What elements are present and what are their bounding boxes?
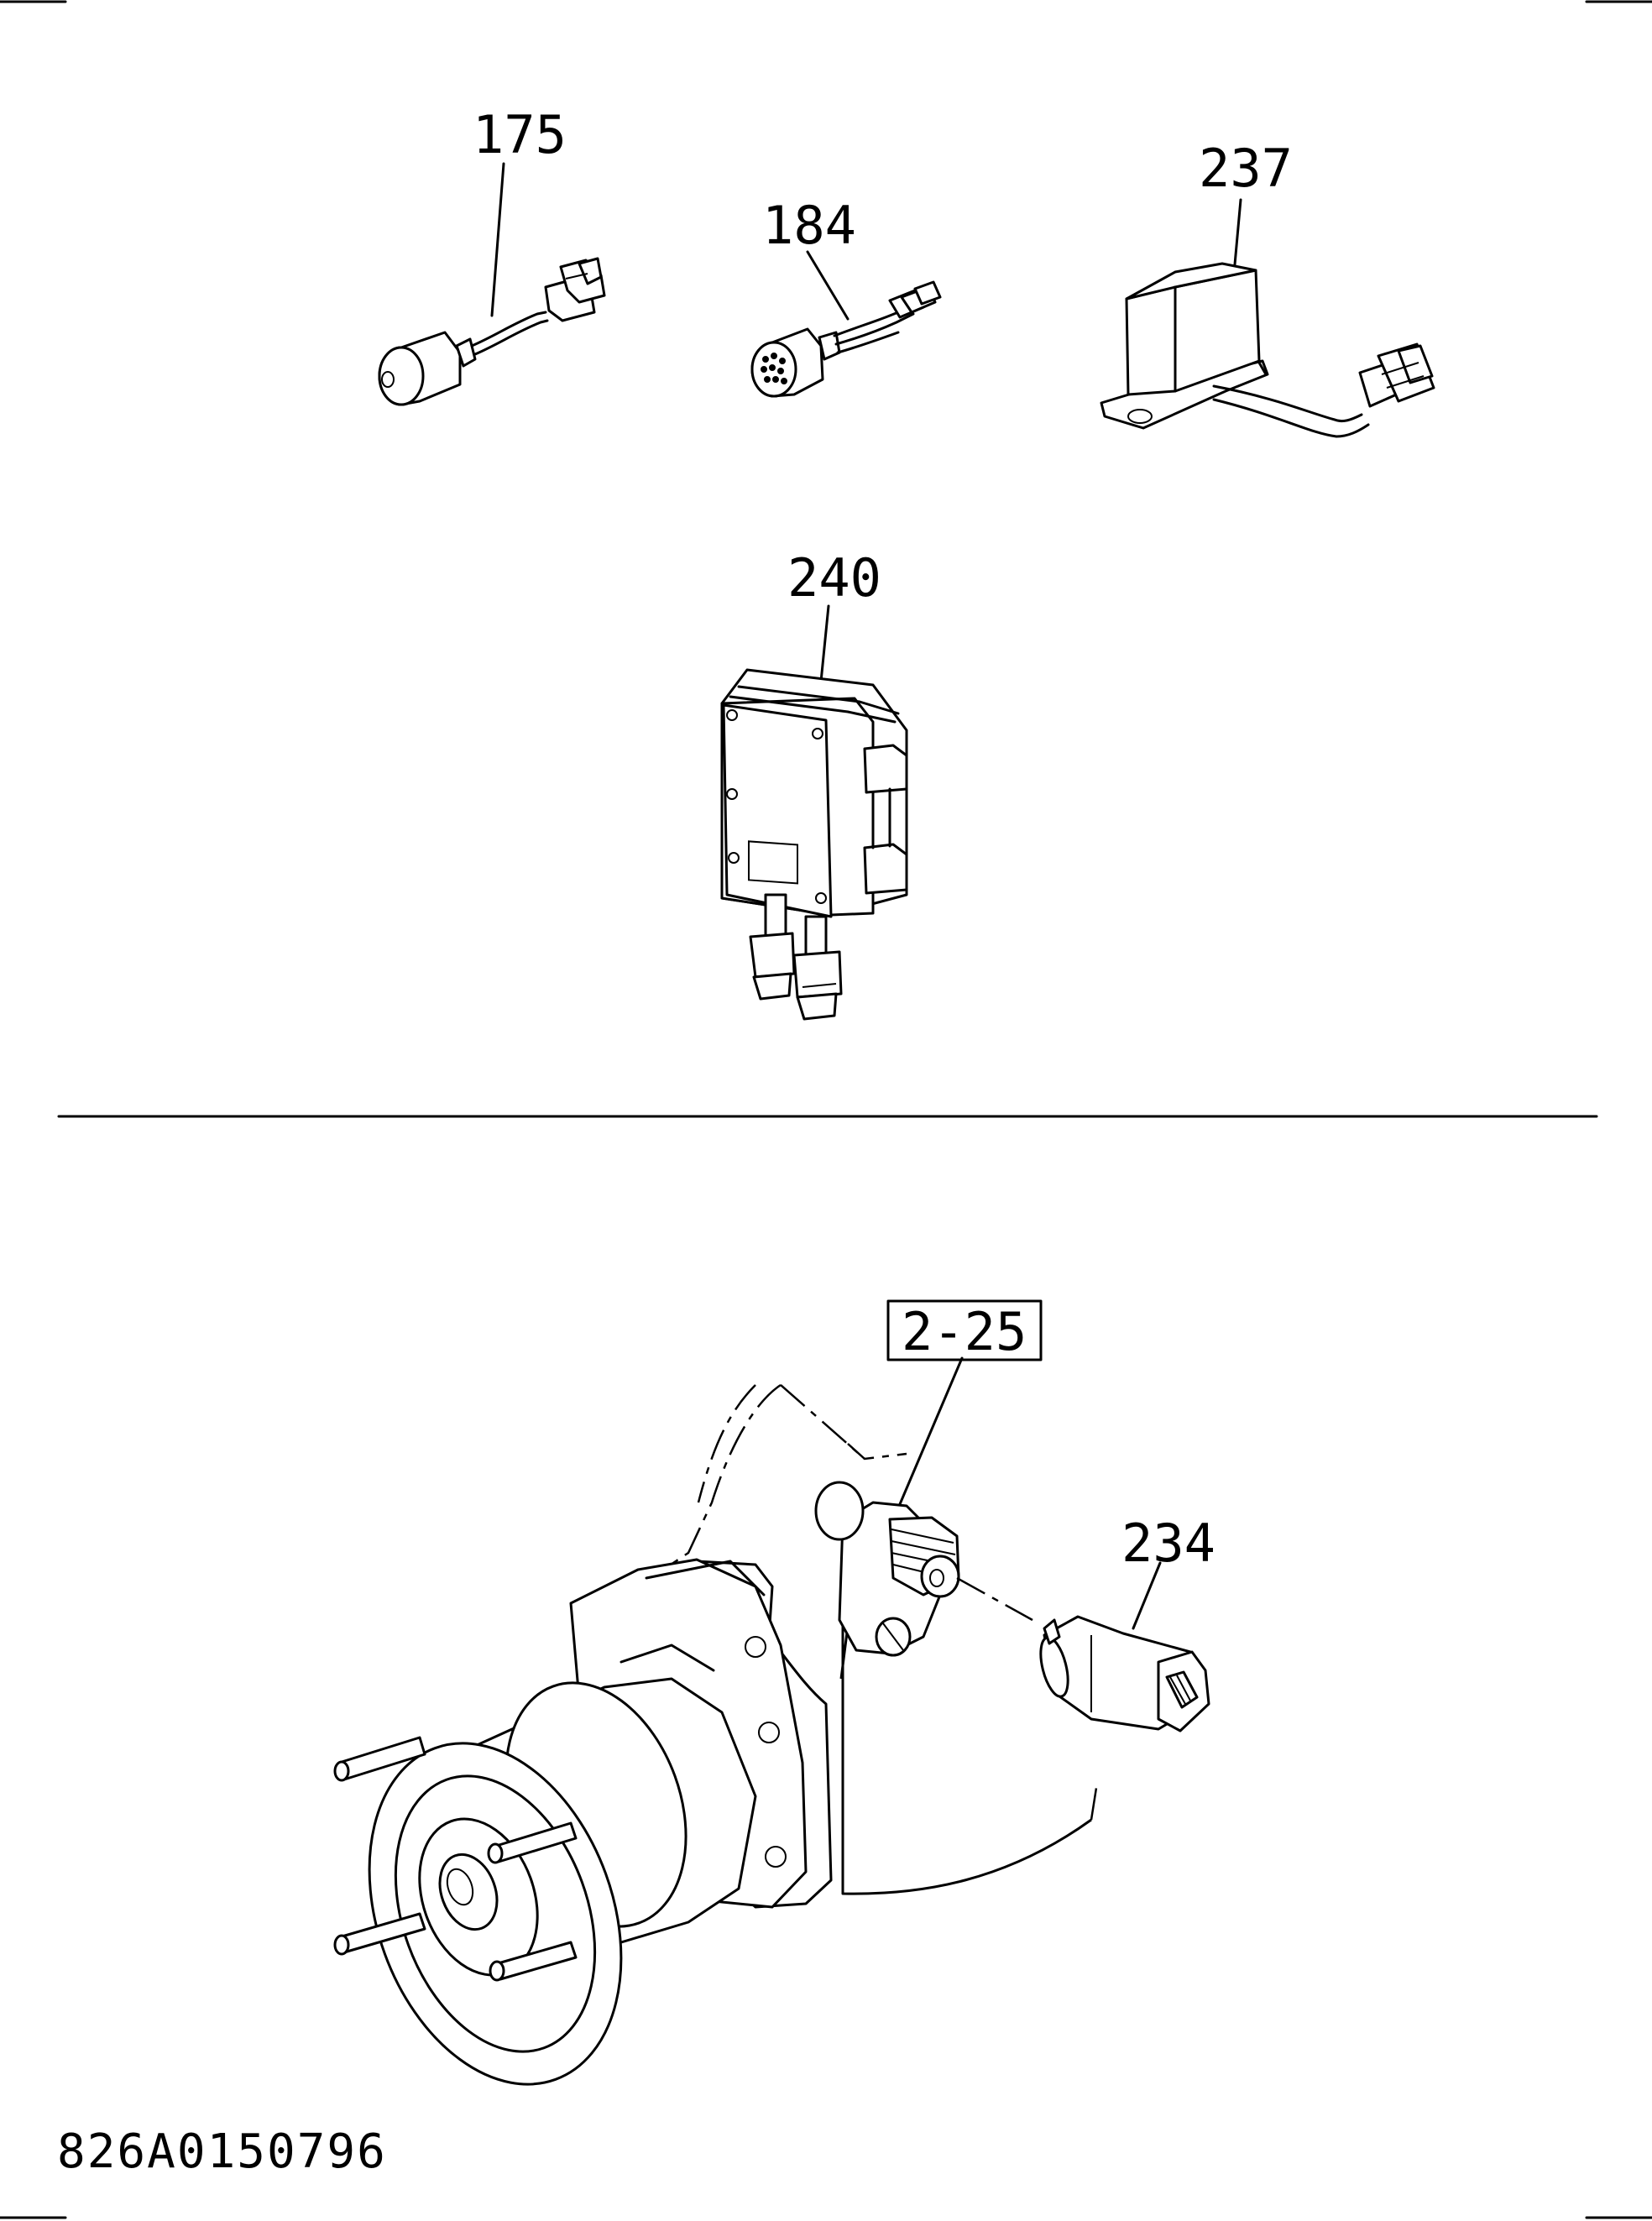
sensor-175-icon bbox=[378, 162, 606, 406]
leader-234 bbox=[1132, 1561, 1162, 1630]
callout-175: 175 bbox=[473, 104, 567, 165]
sensor-234-icon bbox=[1039, 1615, 1210, 1732]
pump-assembly-icon bbox=[333, 1383, 1098, 2086]
callout-240: 240 bbox=[787, 547, 881, 609]
relay-237-icon bbox=[1100, 198, 1435, 438]
figure-id: 826A0150796 bbox=[57, 2124, 387, 2179]
leader-2-25 bbox=[898, 1356, 964, 1506]
callout-237: 237 bbox=[1199, 138, 1293, 199]
callout-184: 184 bbox=[762, 195, 856, 256]
control-unit-240-icon bbox=[720, 604, 908, 1021]
callout-box bbox=[886, 1299, 1043, 1361]
callout-ref: 2-25 bbox=[902, 1301, 1027, 1362]
callout-234: 234 bbox=[1121, 1513, 1215, 1574]
connector-184-icon bbox=[750, 250, 942, 398]
